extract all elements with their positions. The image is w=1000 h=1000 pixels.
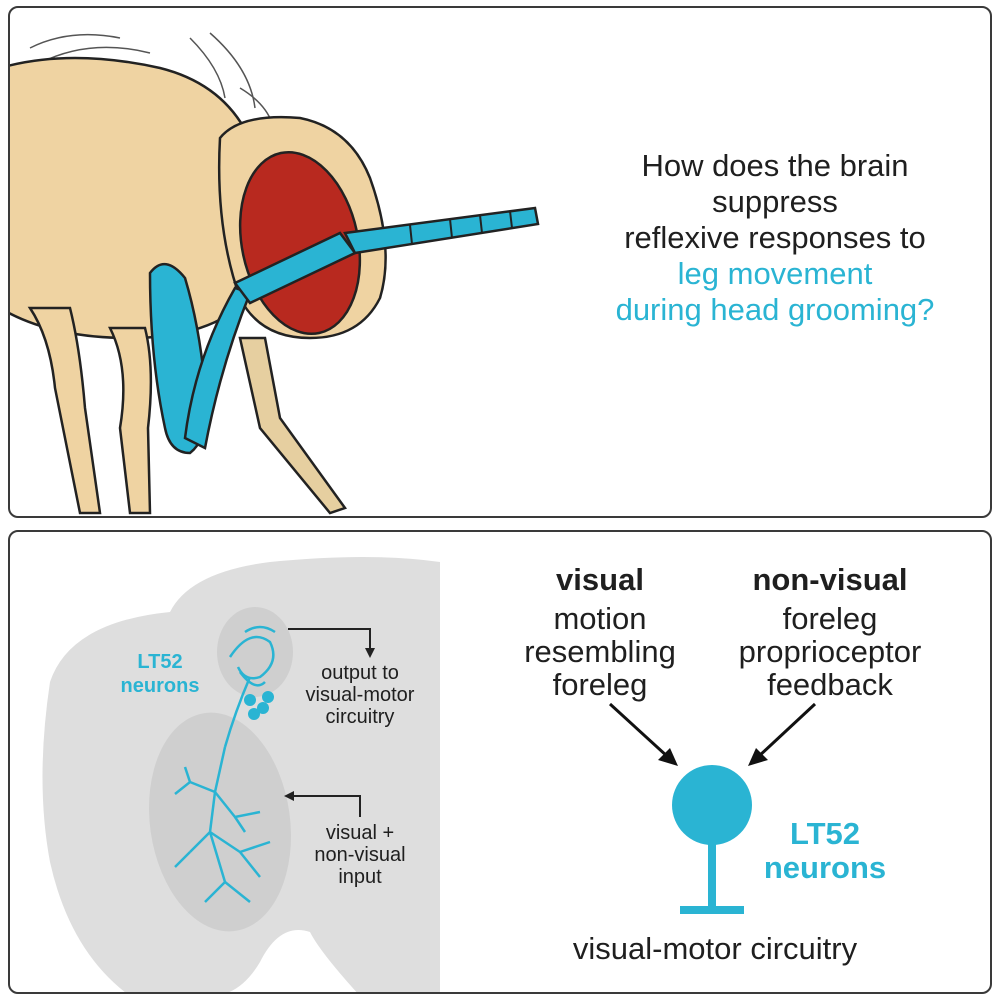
lt52-cell-bodies <box>244 691 274 720</box>
visual-arrow <box>608 702 670 759</box>
question-line-1: How does the brain <box>641 148 909 183</box>
output-arrow-head <box>365 648 375 658</box>
fly-leg-front-gray <box>238 336 348 515</box>
visual-line-3: foreleg <box>552 667 648 702</box>
nonvisual-heading: non-visual <box>752 562 908 597</box>
output-neuropil <box>217 607 293 697</box>
question-line-4: leg movement <box>677 256 873 291</box>
fly-leg-back <box>27 306 102 515</box>
bottom-panel: LT52 neurons output to visual-motor circ… <box>8 530 992 994</box>
lt52-soma-schematic <box>672 765 752 845</box>
schematic-neuron-label-1: LT52 <box>789 816 861 851</box>
output-label-2: visual-motor <box>305 684 415 706</box>
fly-leg-mid <box>107 326 153 515</box>
visual-heading: visual <box>556 562 644 597</box>
fly-illustration <box>10 32 540 515</box>
nonvisual-line-3: feedback <box>767 667 893 702</box>
output-label-3: circuitry <box>325 706 395 728</box>
top-panel: How does the brain suppress reflexive re… <box>8 6 992 518</box>
nonvisual-line-2: proprioceptor <box>738 634 922 669</box>
input-label-2: non-visual <box>314 844 406 866</box>
input-arrow-head <box>284 791 294 801</box>
visual-line-2: resembling <box>524 634 676 669</box>
brain-neuron-label-1: LT52 <box>137 651 183 673</box>
visual-arrow-head <box>658 748 678 766</box>
output-label-1: output to <box>321 662 399 684</box>
tarsus-segments <box>409 210 513 245</box>
nonvisual-line-1: foreleg <box>782 601 878 636</box>
lt52-inhibitory-terminal <box>680 906 744 914</box>
question-line-5: during head grooming? <box>615 292 935 327</box>
schematic-neuron-label-2: neurons <box>763 850 887 885</box>
brain-neuron-label-2: neurons <box>120 675 200 697</box>
input-label-3: input <box>338 866 382 888</box>
input-arrow <box>292 795 361 817</box>
nonvisual-arrow-head <box>748 748 768 766</box>
question-line-3: reflexive responses to <box>624 220 926 255</box>
visual-line-1: motion <box>553 601 647 636</box>
input-label-1: visual + <box>325 822 395 844</box>
brain-diagram <box>42 557 817 992</box>
fly-foreleg-tarsus <box>343 206 540 255</box>
lt52-neuron-arbor <box>174 625 276 903</box>
nonvisual-arrow <box>756 702 817 759</box>
lt52-axon-schematic <box>708 842 716 910</box>
target-label: visual-motor circuitry <box>572 931 858 966</box>
output-arrow <box>288 628 371 650</box>
question-line-2: suppress <box>712 184 838 219</box>
